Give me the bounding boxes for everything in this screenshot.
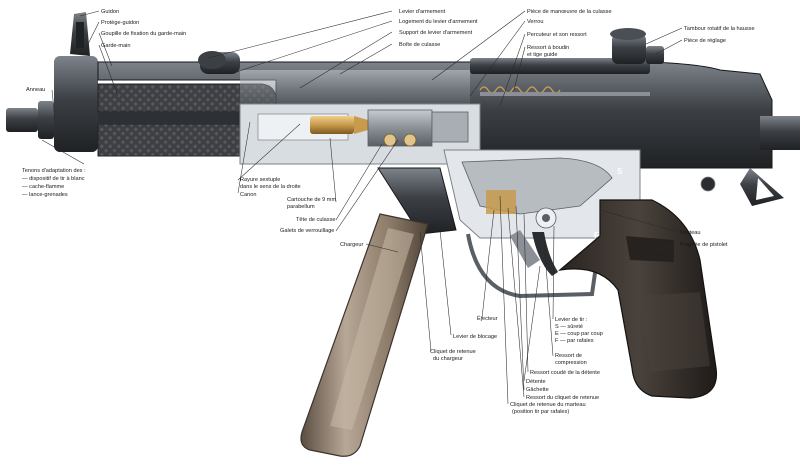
label-boite-culasse: Boîte de culasse (399, 42, 440, 48)
charging-handle (198, 51, 240, 74)
label-canon: Canon (240, 192, 256, 198)
label-detente: Détente (526, 379, 546, 385)
label-levier-tir-e: E — coup par coup (555, 331, 603, 337)
label-cliquet-chargeur-2: du chargeur (433, 356, 463, 362)
label-levier-tir-s: S — sûreté (555, 324, 583, 330)
label-ressort-coude: Ressort coudé de la détente (530, 370, 600, 376)
rear-sight-drum (610, 28, 664, 64)
selector-mark-s: S (617, 167, 623, 176)
label-cliquet-marteau-1: Cliquet de retenue du marteau (510, 402, 586, 408)
magazine-well (377, 167, 457, 235)
leader-lines (41, 10, 683, 405)
label-cliquet-marteau-2: (position tir par rafales) (512, 409, 569, 415)
label-ressort-boudin-1: Ressort à boudin (527, 45, 569, 51)
label-goupille: Goupille de fixation du garde-main (101, 31, 186, 37)
label-cartouche-1: Cartouche de 9 mm (287, 197, 336, 203)
label-logement-levier: Logement du levier d'armement (399, 19, 478, 25)
ejector (486, 190, 516, 214)
label-levier-tir-title: Levier de tir : (555, 317, 588, 323)
label-rayure-2: dans le sens de la droite (240, 184, 301, 190)
muzzle (6, 108, 38, 132)
front-sight (70, 12, 90, 56)
label-cliquet-chargeur-1: Cliquet de retenue (430, 349, 476, 355)
locking-roller (383, 133, 397, 147)
label-tenons-2: — cache-flamme (22, 184, 64, 190)
label-levier-armement: Levier d'armement (399, 9, 446, 15)
bolt-head (367, 109, 433, 147)
label-support-levier: Support de levier d'armement (399, 30, 473, 36)
label-ressort-boudin-2: et tige guide (527, 52, 557, 58)
label-piece-manoeuvre: Pièce de manœuvre de la culasse (527, 9, 612, 15)
cutaway-section (239, 86, 650, 165)
label-galets: Galets de verrouillage (280, 228, 334, 234)
label-guidon: Guidon (101, 9, 119, 15)
label-piece-reglage: Pièce de réglage (684, 38, 726, 44)
label-marteau: Marteau (680, 230, 701, 236)
label-tambour: Tambour rotatif de la hausse (684, 26, 755, 32)
label-chargeur: Chargeur (340, 242, 363, 248)
cartridge (310, 116, 354, 134)
label-ressort-compression-1: Ressort de (555, 353, 582, 359)
label-cartouche-2: parabellum (287, 204, 315, 210)
rear-stock-cap (740, 116, 800, 206)
label-levier-tir-f: F — par rafales (555, 338, 594, 344)
label-ejecteur: Éjecteur (477, 315, 498, 322)
label-tenons-3: — lance-grenades (22, 192, 68, 198)
magazine (300, 213, 429, 457)
label-garde-main: Garde-main (101, 43, 131, 49)
label-levier-blocage: Levier de blocage (453, 334, 497, 340)
selector-mark-f: F (594, 231, 599, 240)
label-poignee: Poignée de pistolet (680, 242, 728, 248)
label-ressort-cliquet: Ressort du cliquet de retenue (526, 395, 599, 401)
muzzle-ring (38, 101, 54, 139)
label-gachette: Gâchette (526, 387, 549, 393)
bolt-carrier (431, 111, 469, 143)
label-rayure-1: Rayure sextuple (240, 177, 280, 183)
cocking-tube (240, 70, 470, 106)
label-tenons-title: Tenons d'adaptation des : (22, 168, 86, 174)
label-verrou: Verrou (527, 19, 543, 25)
front-sight-block (54, 56, 98, 152)
part-labels: Guidon Protège-guidon Goupille de fixati… (22, 9, 755, 415)
label-tete-culasse: Tête de culasse (296, 217, 336, 223)
label-anneau: Anneau (26, 87, 45, 93)
pistol-grip (558, 199, 718, 399)
sight-post (76, 22, 84, 48)
label-percuteur: Percuteur et son ressort (527, 32, 587, 38)
label-ressort-compression-2: compression (555, 360, 587, 366)
label-tenons-1: — dispositif de tir à blanc (22, 176, 85, 182)
label-protege-guidon: Protège-guidon (101, 20, 139, 26)
